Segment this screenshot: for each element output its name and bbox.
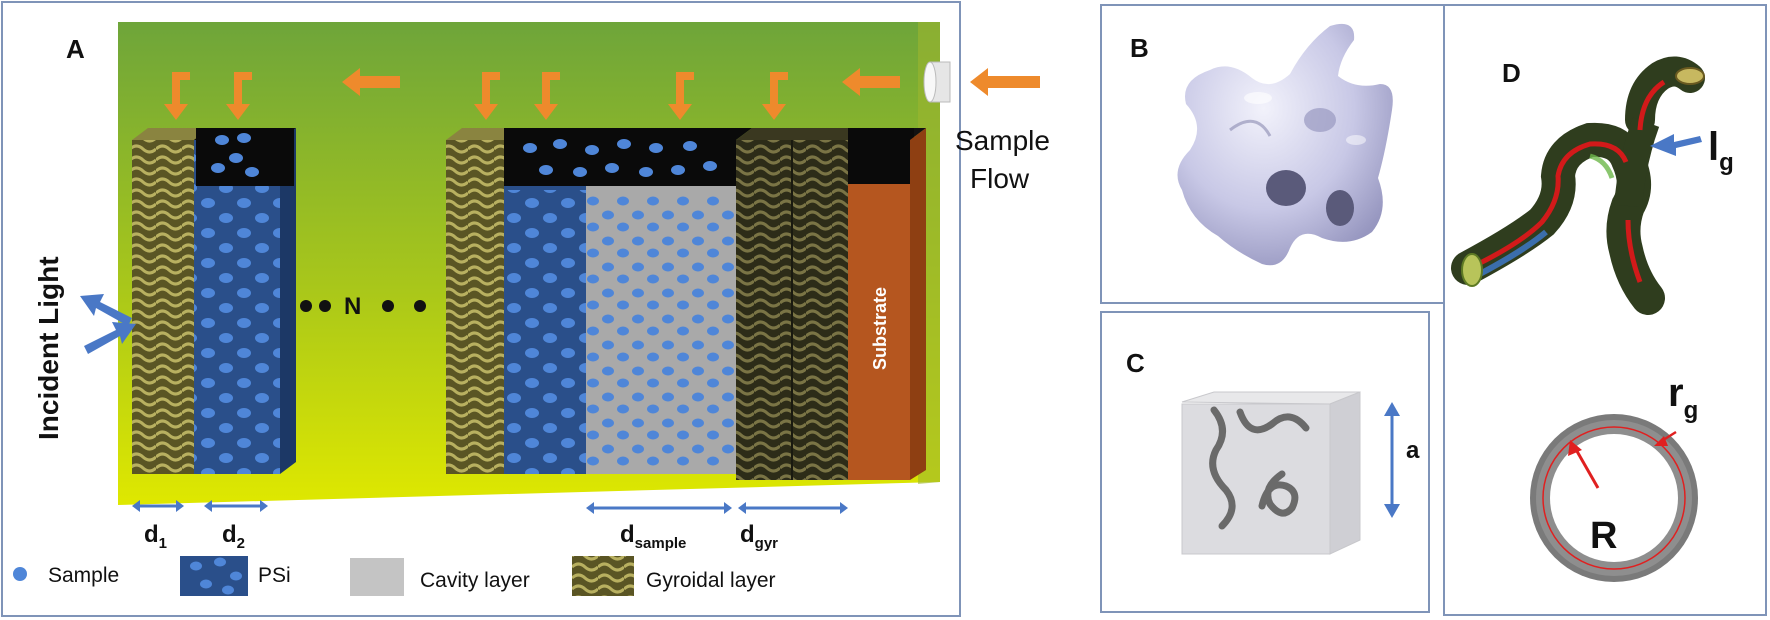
gyroid-layer-right-2: [736, 128, 864, 480]
d2-label: d2: [222, 521, 245, 552]
ellipsis-dot: [382, 300, 394, 312]
dimension-markers: [132, 500, 848, 514]
ellipsis-dot: [300, 300, 312, 312]
panel-c: C a: [1100, 311, 1430, 613]
gyroid-strut: [1451, 56, 1705, 315]
lg-arrow: [1650, 134, 1702, 156]
psi-layer-right: [504, 140, 586, 474]
flow-arrows: [164, 61, 1040, 120]
panel-a-letter: A: [66, 34, 85, 64]
sample-flow-label-line2: Flow: [970, 163, 1030, 194]
legend-cavity-swatch: [350, 558, 404, 596]
sample-flow-label-line1: Sample: [955, 125, 1050, 156]
flow-arrow-left: [342, 68, 400, 96]
lg-label: lg: [1708, 125, 1734, 176]
reflected-light-arrow: [80, 294, 132, 326]
flow-arrow-down: [668, 72, 694, 120]
n-repeat-label: N: [344, 293, 361, 320]
panel-c-letter: C: [1126, 348, 1145, 378]
inlet-cylinder: [923, 61, 951, 103]
flow-arrow-down: [762, 72, 788, 120]
panel-d-letter: D: [1502, 58, 1521, 88]
r-radius-arrow: [1568, 440, 1600, 489]
cavity-layer: [586, 186, 736, 474]
sample-inlet-top: [504, 128, 752, 186]
incoming-light-arrow: [84, 322, 136, 354]
flow-arrow-down: [534, 72, 560, 120]
flow-arrow-down: [164, 72, 190, 120]
legend-gyroid-label: Gyroidal layer: [646, 569, 776, 592]
legend-gyroid-swatch: [572, 556, 634, 596]
unit-cube: [1181, 391, 1361, 555]
gyroid-unit-cell: [1177, 23, 1393, 266]
flow-arrow-down: [226, 72, 252, 120]
legend-psi-label: PSi: [258, 564, 291, 587]
dgyr-label: dgyr: [740, 521, 778, 552]
legend-psi-swatch: [180, 556, 248, 596]
big-r-label: R: [1590, 515, 1617, 557]
legend-cavity-label: Cavity layer: [420, 569, 530, 592]
legend: Sample PSi Cavity layer Gyroidal layer: [13, 556, 776, 596]
incident-light-arrows: [80, 294, 136, 354]
ellipsis-dot: [414, 300, 426, 312]
legend-sample-swatch: [13, 567, 27, 581]
incident-light-label: Incident Light: [33, 256, 64, 440]
panel-a: A N: [1, 1, 1050, 617]
cube-edge-arrow: [1384, 402, 1400, 518]
flow-arrow-down: [474, 72, 500, 120]
substrate-layer: Substrate: [848, 128, 926, 480]
rg-arrow: [1654, 430, 1677, 446]
legend-sample-label: Sample: [48, 564, 119, 587]
panel-b: B: [1100, 4, 1446, 304]
rg-label: rg: [1668, 371, 1698, 424]
substrate-label: Substrate: [870, 287, 890, 370]
cube-edge-label: a: [1406, 437, 1420, 464]
panel-d: D lg R: [1443, 4, 1767, 616]
flow-arrow-left: [842, 68, 900, 96]
strut-cross-section: [1530, 414, 1698, 582]
panel-b-letter: B: [1130, 33, 1149, 63]
dsample-label: dsample: [620, 521, 686, 552]
psi-layer-left: [194, 128, 296, 474]
gyroid-layer-right-1: [446, 128, 520, 474]
inflow-arrow: [970, 68, 1040, 96]
ellipsis-dot: [319, 300, 331, 312]
d1-label: d1: [144, 521, 167, 552]
